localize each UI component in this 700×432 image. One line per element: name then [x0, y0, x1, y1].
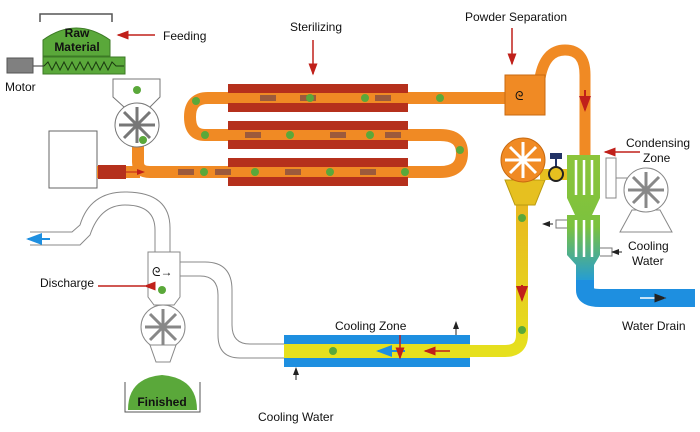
water-drain-label: Water Drain: [622, 319, 686, 333]
finished-product: Finished: [124, 375, 201, 413]
powder-separator: ᘓ: [500, 74, 546, 183]
heaters: [228, 84, 408, 186]
cooling-water-right-label-2: Water: [632, 254, 664, 268]
cooling-zone-label: Cooling Zone: [335, 319, 407, 333]
raw-material-label-2: Material: [54, 40, 99, 54]
svg-text:ᘓ→: ᘓ→: [152, 265, 172, 279]
cooling-water-right-label: Cooling: [628, 239, 669, 253]
condenser-fan: [605, 157, 673, 233]
raw-material-hopper: Raw Material: [33, 13, 126, 75]
valve: [548, 166, 564, 182]
condensing-zone-label-2: Zone: [643, 151, 671, 165]
cooling-water-bottom-label: Cooling Water: [258, 410, 334, 424]
svg-text:ᘓ: ᘓ: [515, 89, 523, 103]
feed-box: [48, 130, 98, 189]
feeding-label: Feeding: [163, 29, 206, 43]
rotary-feeder: [112, 78, 161, 148]
screw-conveyor: [43, 60, 124, 72]
finished-label: Finished: [137, 395, 186, 409]
condensing-zone-label: Condensing: [626, 136, 690, 150]
raw-material-label: Raw: [65, 26, 90, 40]
yellow-pipe: [450, 205, 528, 357]
material-particles: [192, 94, 464, 176]
motor-label: Motor: [5, 80, 36, 94]
discharge-label: Discharge: [40, 276, 94, 290]
motor: [6, 57, 34, 74]
discharge-cyclone: ᘓ→: [140, 251, 186, 363]
sterilizing-label: Sterilizing: [290, 20, 342, 34]
water-drain-pipe: [576, 280, 695, 307]
cooling-zone: [284, 335, 470, 367]
condenser: [567, 155, 600, 285]
discharge-pipe: [30, 191, 284, 359]
powder-separation-label: Powder Separation: [465, 10, 567, 24]
